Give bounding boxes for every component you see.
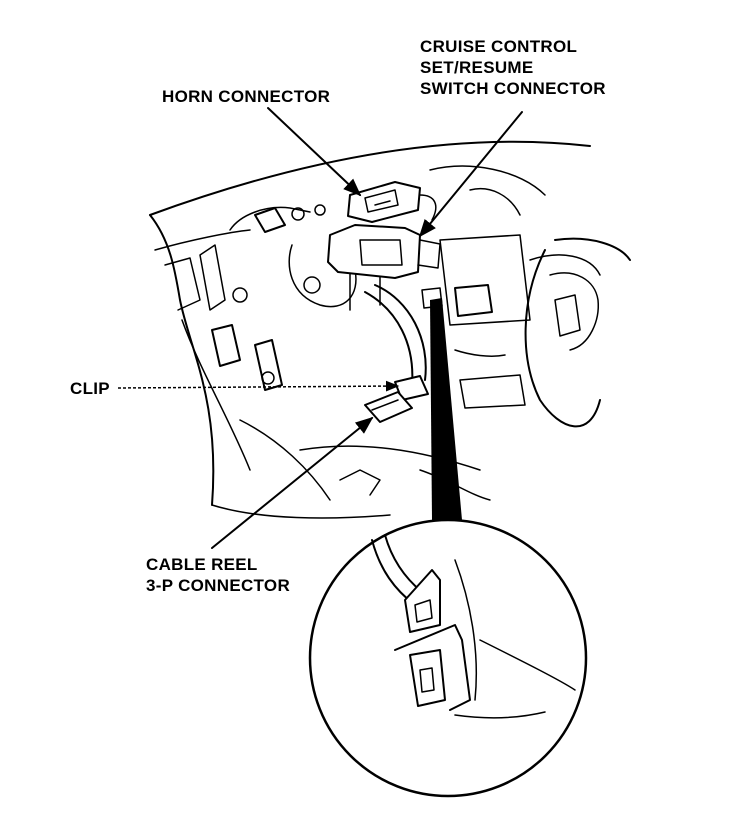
steering-hub <box>199 204 357 391</box>
cable-leader <box>211 416 374 549</box>
horn-leader <box>267 107 362 197</box>
cable-label-line-2: 3-P CONNECTOR <box>146 576 291 595</box>
cruise-label-line-3: SWITCH CONNECTOR <box>420 79 606 98</box>
cruise-control-label: CRUISE CONTROL SET/RESUME SWITCH CONNECT… <box>420 36 606 99</box>
detail-inset <box>308 518 588 798</box>
leader-lines <box>117 107 523 549</box>
steering-wheel-segment <box>429 165 631 428</box>
magnify-pointer <box>430 298 462 520</box>
clip-label: CLIP <box>70 379 110 398</box>
cable-reel-label: CABLE REEL 3-P CONNECTOR <box>146 554 290 596</box>
cable-reel-connector <box>364 375 429 423</box>
cruise-leader <box>418 111 523 238</box>
cable-label-line-1: CABLE REEL <box>146 555 258 574</box>
cruise-label-line-2: SET/RESUME <box>420 58 534 77</box>
horn-connector-label: HORN CONNECTOR <box>162 87 331 106</box>
cruise-control-connector <box>327 224 441 279</box>
cruise-label-line-1: CRUISE CONTROL <box>420 37 578 56</box>
horn-connector <box>347 181 421 223</box>
clip-leader <box>117 380 400 392</box>
steering-housing <box>149 140 591 519</box>
